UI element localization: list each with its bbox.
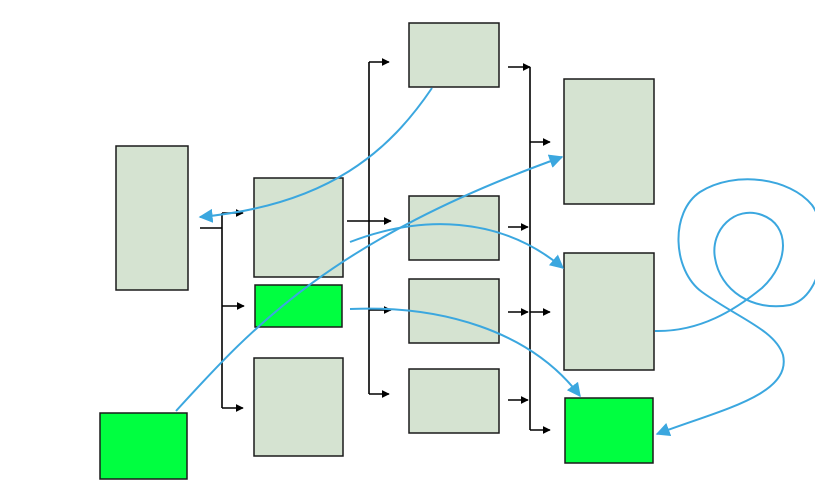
- box-root: [115, 145, 189, 291]
- box-level2-d: [408, 368, 500, 434]
- box-level2-a: [408, 22, 500, 88]
- box-level1-bottom: [253, 357, 344, 457]
- box-level2-c: [408, 278, 500, 344]
- flow-level2-a-to-root: [198, 87, 433, 223]
- tree-connectors: [200, 58, 551, 434]
- flow-standalone-source-to-level3-a: [175, 154, 564, 412]
- flow-level3-b-to-level3-c: [654, 178, 815, 437]
- flow-level1-top-to-level3-b: [349, 223, 565, 269]
- flow-arrows: [175, 87, 815, 437]
- box-level3-c: [564, 397, 654, 464]
- box-level3-a: [563, 78, 655, 205]
- flow-level1-mid-to-level3-c: [349, 307, 581, 398]
- box-level1-mid: [254, 284, 343, 328]
- box-level1-top: [253, 177, 344, 278]
- box-level3-b: [563, 252, 655, 371]
- box-level2-b: [408, 195, 500, 261]
- boxes-layer: [99, 22, 655, 480]
- box-standalone-source: [99, 412, 188, 480]
